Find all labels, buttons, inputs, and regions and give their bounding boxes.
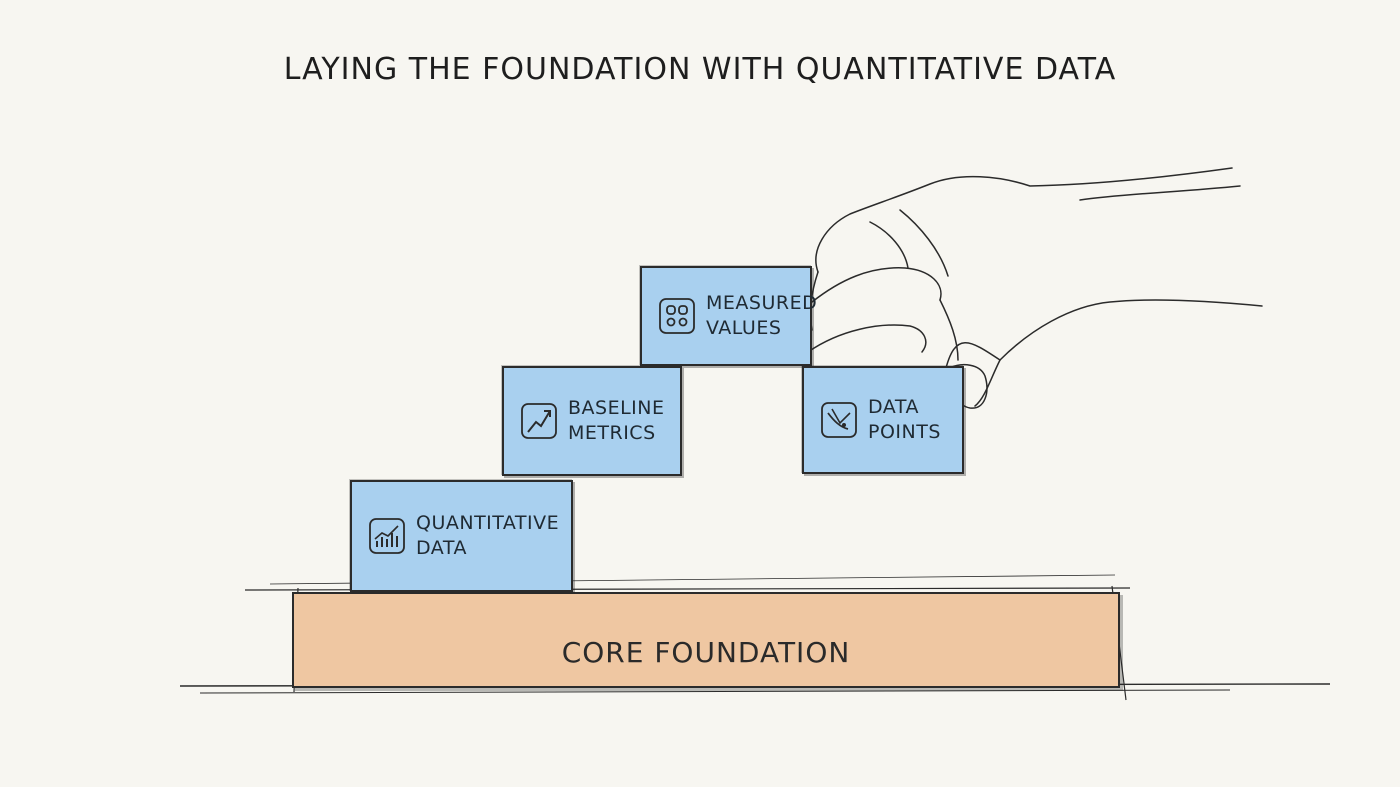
core-foundation-label: CORE FOUNDATION xyxy=(561,635,851,669)
baseline-metrics-label: BASELINE METRICS xyxy=(568,397,665,444)
page-title: LAYING THE FOUNDATION WITH QUANTITATIVE … xyxy=(283,52,1117,87)
data-points-label: DATA POINTS xyxy=(868,396,941,443)
baseline-metrics-block: BASELINE METRICS xyxy=(502,366,682,476)
scatter-icon xyxy=(821,402,857,438)
measured-values-label: MEASURED VALUES xyxy=(706,292,818,339)
quantitative-data-block: QUANTITATIVE DATA xyxy=(350,480,573,592)
quantitative-data-label: QUANTITATIVE DATA xyxy=(416,512,560,559)
trend-up-icon xyxy=(521,403,557,439)
core-foundation-block: CORE FOUNDATION xyxy=(292,592,1120,688)
measured-values-block: MEASURED VALUES xyxy=(640,266,817,366)
grid-dots-icon xyxy=(659,298,695,334)
bar-chart-icon xyxy=(369,518,405,554)
data-points-block: DATA POINTS xyxy=(802,366,964,474)
